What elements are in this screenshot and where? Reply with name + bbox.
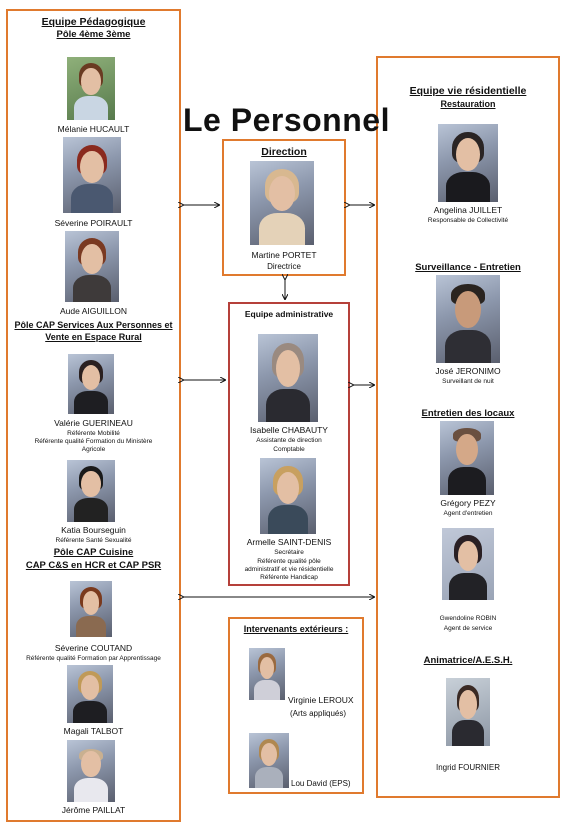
name-severine-coutand: Séverine COUTAND [54, 643, 133, 653]
right-header: Equipe vie résidentielle [409, 85, 527, 97]
role-severine-coutand-1: Référente qualité Formation par Apprenti… [26, 655, 161, 662]
role-armelle-1: Secrétaire [274, 549, 304, 556]
role-armelle-3: administratif et vie résidentielle [244, 566, 334, 573]
name-angelina-juillet: Angelina JUILLET [433, 205, 503, 215]
role-armelle-4: Référente Handicap [260, 574, 318, 581]
name-katia-bourseguin: Katia Bourseguin [61, 525, 126, 535]
role-isabelle-1: Assistante de direction [256, 437, 322, 444]
left-header-team: Equipe Pédagogique [41, 16, 146, 28]
name-gwendoline-robin: Gwendoline ROBIN [439, 615, 497, 622]
right-sub-entretien: Entretien des locaux [421, 408, 515, 419]
page-title: Le Personnel [183, 102, 390, 138]
photo-angelina-juillet [438, 124, 498, 202]
photo-jose-jeronimo [436, 275, 500, 363]
name-melanie-hucault: Mélanie HUCAULT [57, 124, 130, 134]
photo-melanie-hucault [67, 57, 115, 120]
photo-aude-aiguillon [65, 231, 119, 302]
section-cap-cuisine-2: CAP C&S en HCR et CAP PSR [25, 560, 162, 571]
photo-severine-poirault [63, 137, 121, 213]
role-valerie-3: Agricole [81, 446, 106, 453]
role-isabelle-2: Comptable [273, 446, 305, 453]
role-gwendoline-robin: Agent de service [443, 625, 493, 632]
role-valerie-1: Référente Mobilité [67, 430, 120, 437]
right-sub-animatrice: Animatrice/A.E.S.H. [423, 655, 513, 666]
photo-ingrid-fournier [446, 678, 490, 746]
role-angelina-juillet: Responsable de Collectivité [427, 217, 509, 224]
section-cap-sap: Pôle CAP Services Aux Personnes et Vente… [14, 320, 173, 342]
external-header: Intervenants extérieurs : [243, 624, 349, 634]
photo-gwendoline-robin [442, 528, 494, 600]
admin-panel [228, 302, 350, 586]
photo-gregory-pezy [440, 421, 494, 495]
direction-header: Direction [261, 146, 307, 158]
name-jerome-paillat: Jérôme PAILLAT [61, 805, 126, 815]
role-virginie-leroux: (Arts appliqués) [290, 709, 347, 718]
left-header-pole: Pôle 4ème 3ème [6, 29, 181, 40]
role-gregory-pezy: Agent d'entretien [443, 510, 493, 517]
admin-header: Equipe administrative [244, 309, 334, 319]
name-isabelle-chabauty: Isabelle CHABAUTY [250, 425, 328, 435]
photo-isabelle-chabauty [258, 334, 318, 422]
photo-valerie-guerineau [68, 354, 114, 414]
photo-jerome-paillat [67, 740, 115, 802]
name-martine-portet: Martine PORTET [251, 250, 317, 260]
photo-lou-david [249, 733, 289, 788]
section-cap-cuisine: Pôle CAP Cuisine [53, 547, 134, 558]
role-directrice: Directrice [267, 262, 301, 271]
role-katia-1: Référente Santé Sexualité [55, 537, 132, 544]
external-panel [228, 617, 364, 794]
name-lou-david: Lou David (EPS) [291, 779, 351, 788]
name-jose-jeronimo: José JERONIMO [435, 366, 501, 376]
photo-martine-portet [250, 161, 314, 245]
name-gregory-pezy: Grégory PEZY [440, 498, 496, 508]
role-jose-jeronimo: Surveillant de nuit [442, 378, 494, 385]
name-valerie-guerineau: Valérie GUERINEAU [54, 418, 133, 428]
name-severine-poirault: Séverine POIRAULT [54, 218, 133, 228]
photo-katia-bourseguin [67, 460, 115, 522]
role-valerie-2: Référente qualité Formation du Ministère [34, 438, 153, 445]
right-sub-surveillance: Surveillance - Entretien [415, 262, 521, 273]
left-panel [6, 9, 181, 822]
pole-4-3-label: Pôle 4ème 3ème [56, 29, 131, 40]
right-sub-restauration: Restauration [440, 99, 496, 109]
name-virginie-leroux: Virginie LEROUX [288, 695, 354, 705]
name-aude-aiguillon: Aude AIGUILLON [59, 306, 128, 316]
name-armelle-saint-denis: Armelle SAINT-DENIS [246, 537, 332, 547]
photo-severine-coutand [70, 581, 112, 637]
photo-virginie-leroux [249, 648, 285, 700]
role-armelle-2: Référente qualité pôle [257, 558, 321, 565]
name-magali-talbot: Magali TALBOT [63, 726, 124, 736]
photo-armelle-saint-denis [260, 458, 316, 534]
right-panel [376, 56, 560, 798]
photo-magali-talbot [67, 665, 113, 723]
name-ingrid-fournier: Ingrid FOURNIER [435, 763, 500, 772]
